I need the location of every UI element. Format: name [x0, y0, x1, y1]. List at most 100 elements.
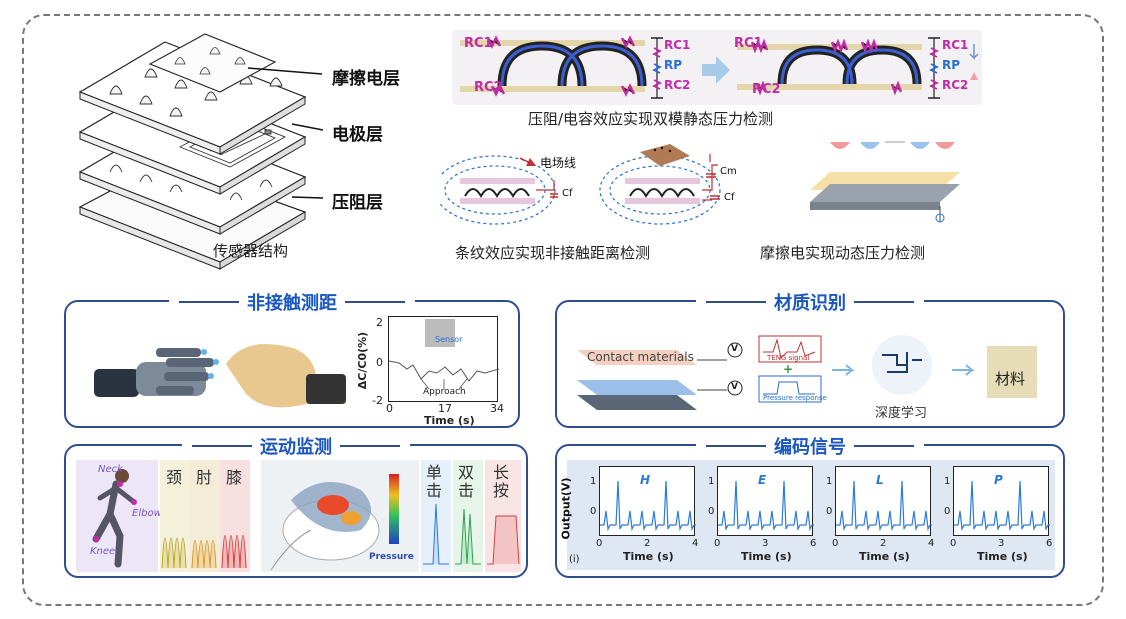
- encoding-subplot-l: L: [835, 466, 932, 536]
- chart-approach-label: Approach: [423, 387, 466, 397]
- cap-label-cf-right: Cf: [724, 192, 735, 203]
- pressure-scale-label: Pressure: [369, 552, 414, 562]
- encoding-y-tick: 0: [826, 506, 833, 517]
- deep-learning-label: 深度学习: [875, 406, 928, 421]
- encoding-panel-label: (i): [569, 554, 580, 565]
- encoding-x-tick: 2: [644, 538, 651, 549]
- elbow-label: Elbow: [132, 508, 162, 519]
- encoding-x-tick: 6: [1046, 538, 1053, 549]
- proximity-panel: 非接触测距 Sensor Approach 2 0 -2 0 17 34 Tim…: [64, 289, 520, 428]
- encoding-letter: H: [640, 473, 651, 487]
- encoding-y-tick: 1: [826, 476, 833, 487]
- encoding-x-tick: 0: [950, 538, 957, 549]
- encoding-y-tick: 1: [944, 476, 951, 487]
- structure-caption: 传感器结构: [213, 242, 289, 260]
- encoding-letter: L: [876, 473, 884, 487]
- encoding-x-tick: 3: [998, 538, 1005, 549]
- label-rc1-right: RC1: [734, 36, 763, 51]
- contact-materials-label: Contact materials: [587, 350, 694, 364]
- joint-signal-strips: 颈 肘 膝: [160, 460, 250, 572]
- y-tick-2: 2: [376, 316, 383, 329]
- triboelectric-caption: 摩擦电实现动态压力检测: [760, 244, 926, 262]
- encoding-y-tick: 0: [590, 506, 597, 517]
- label-rc2-left: RC2: [474, 80, 503, 95]
- encoding-xlabel: Time (s): [859, 550, 910, 563]
- sensor-layers-illustration: [78, 33, 324, 270]
- encoding-signal-line: [954, 480, 1050, 532]
- proximity-panel-title: 非接触测距: [169, 289, 415, 315]
- double-click-label: 双击: [458, 463, 475, 500]
- encoding-x-tick: 3: [762, 538, 769, 549]
- strip-label-knee: 膝: [226, 468, 243, 487]
- field-line-label: 电场线: [540, 156, 577, 170]
- encoding-panel-title: 编码信号: [696, 433, 924, 459]
- v-symbol-top: V: [731, 344, 738, 354]
- proximity-xlabel: Time (s): [424, 414, 475, 427]
- encoding-subplot-p: P: [953, 466, 1050, 536]
- encoding-xlabel: Time (s): [977, 550, 1028, 563]
- encoding-x-tick: 0: [596, 538, 603, 549]
- long-press-label: 长按: [493, 463, 510, 500]
- encoding-y-tick: 1: [708, 476, 715, 487]
- triboelectric-illustration: [790, 130, 975, 230]
- encoding-subplot-e: E: [717, 466, 814, 536]
- layer-label-piezoresistive: 压阻层: [332, 193, 383, 213]
- sensor-structure-diagram: 摩擦电层 电极层 压阻层: [70, 22, 430, 272]
- encoding-y-tick: 0: [944, 506, 951, 517]
- fringe-effect-illustration: 电场线 Cf Cm Cf: [434, 140, 755, 232]
- outer-dashed-frame: [22, 14, 1104, 606]
- x-tick-0: 0: [386, 402, 393, 415]
- encoding-x-tick: 6: [810, 538, 817, 549]
- mouse-pressure-image: Pressure: [261, 460, 419, 572]
- x-tick-17: 17: [438, 402, 452, 415]
- material-panel: 材质识别 Contact materials V V TENG signal +…: [555, 289, 1065, 428]
- material-panel-title: 材质识别: [696, 289, 924, 315]
- layer-label-electrode: 电极层: [332, 125, 383, 145]
- plus-symbol: +: [783, 362, 794, 376]
- label-rc2-right: RC2: [752, 82, 781, 97]
- encoding-signal-line: [718, 480, 814, 532]
- encoding-y-tick: 1: [590, 476, 597, 487]
- y-tick-0: 0: [376, 356, 383, 369]
- layer-label-triboelectric: 摩擦电层: [332, 69, 400, 89]
- piezo-caption: 压阻/电容效应实现双模静态压力检测: [528, 110, 774, 128]
- single-click-label: 单击: [426, 463, 443, 500]
- encoding-x-tick: 4: [692, 538, 699, 549]
- encoding-x-tick: 4: [928, 538, 935, 549]
- encoding-subplot-h: H: [599, 466, 696, 536]
- label-rc1-mid: RC1: [664, 38, 691, 52]
- encoding-xlabel: Time (s): [623, 550, 674, 563]
- encoding-x-tick: 0: [714, 538, 721, 549]
- encoding-y-tick: 0: [708, 506, 715, 517]
- knee-label: Knee: [90, 546, 116, 557]
- proximity-chart: Sensor Approach: [388, 316, 500, 402]
- encoding-letter: P: [994, 473, 1003, 487]
- encoding-signal-line: [600, 480, 696, 532]
- pressure-response-label: Pressure response: [763, 394, 827, 402]
- v-symbol-bottom: V: [731, 382, 738, 392]
- neck-label: Neck: [98, 464, 123, 475]
- encoding-letter: E: [758, 473, 767, 487]
- piezo-capacitive-illustration: RC1 RC2 RC1 RP RC2 RC1 RC1 RP RC2 RC2: [452, 30, 982, 105]
- fringe-caption: 条纹效应实现非接触距离检测: [455, 244, 651, 262]
- strip-label-neck: 颈: [166, 468, 183, 487]
- chart-sensor-label: Sensor: [435, 335, 463, 344]
- material-recognition-diagram: [577, 335, 1037, 410]
- encoding-ylabel: Output(V): [559, 477, 573, 540]
- label-rp-mid: RP: [664, 58, 683, 72]
- proximity-ylabel: ΔC/C0(%): [356, 331, 370, 390]
- cap-label-cf-left: Cf: [562, 188, 573, 199]
- press-signal-strips: 单击 双击 长按: [421, 460, 521, 572]
- teng-signal-label: TENG signal: [767, 354, 810, 362]
- encoding-x-tick: 2: [880, 538, 887, 549]
- strip-label-elbow: 肘: [196, 468, 213, 487]
- encoding-x-tick: 0: [832, 538, 839, 549]
- label-rc2-mid: RC2: [664, 78, 691, 92]
- runner-image: Neck Elbow Knee: [76, 460, 162, 572]
- label-rc1-left: RC1: [464, 36, 493, 51]
- motion-panel: 运动监测 Neck Elbow Knee 颈 肘 膝: [64, 433, 528, 578]
- label-rc1-right-mid: RC1: [942, 38, 969, 52]
- robot-hand-illustration: [94, 344, 346, 408]
- y-tick-neg2: -2: [372, 394, 383, 407]
